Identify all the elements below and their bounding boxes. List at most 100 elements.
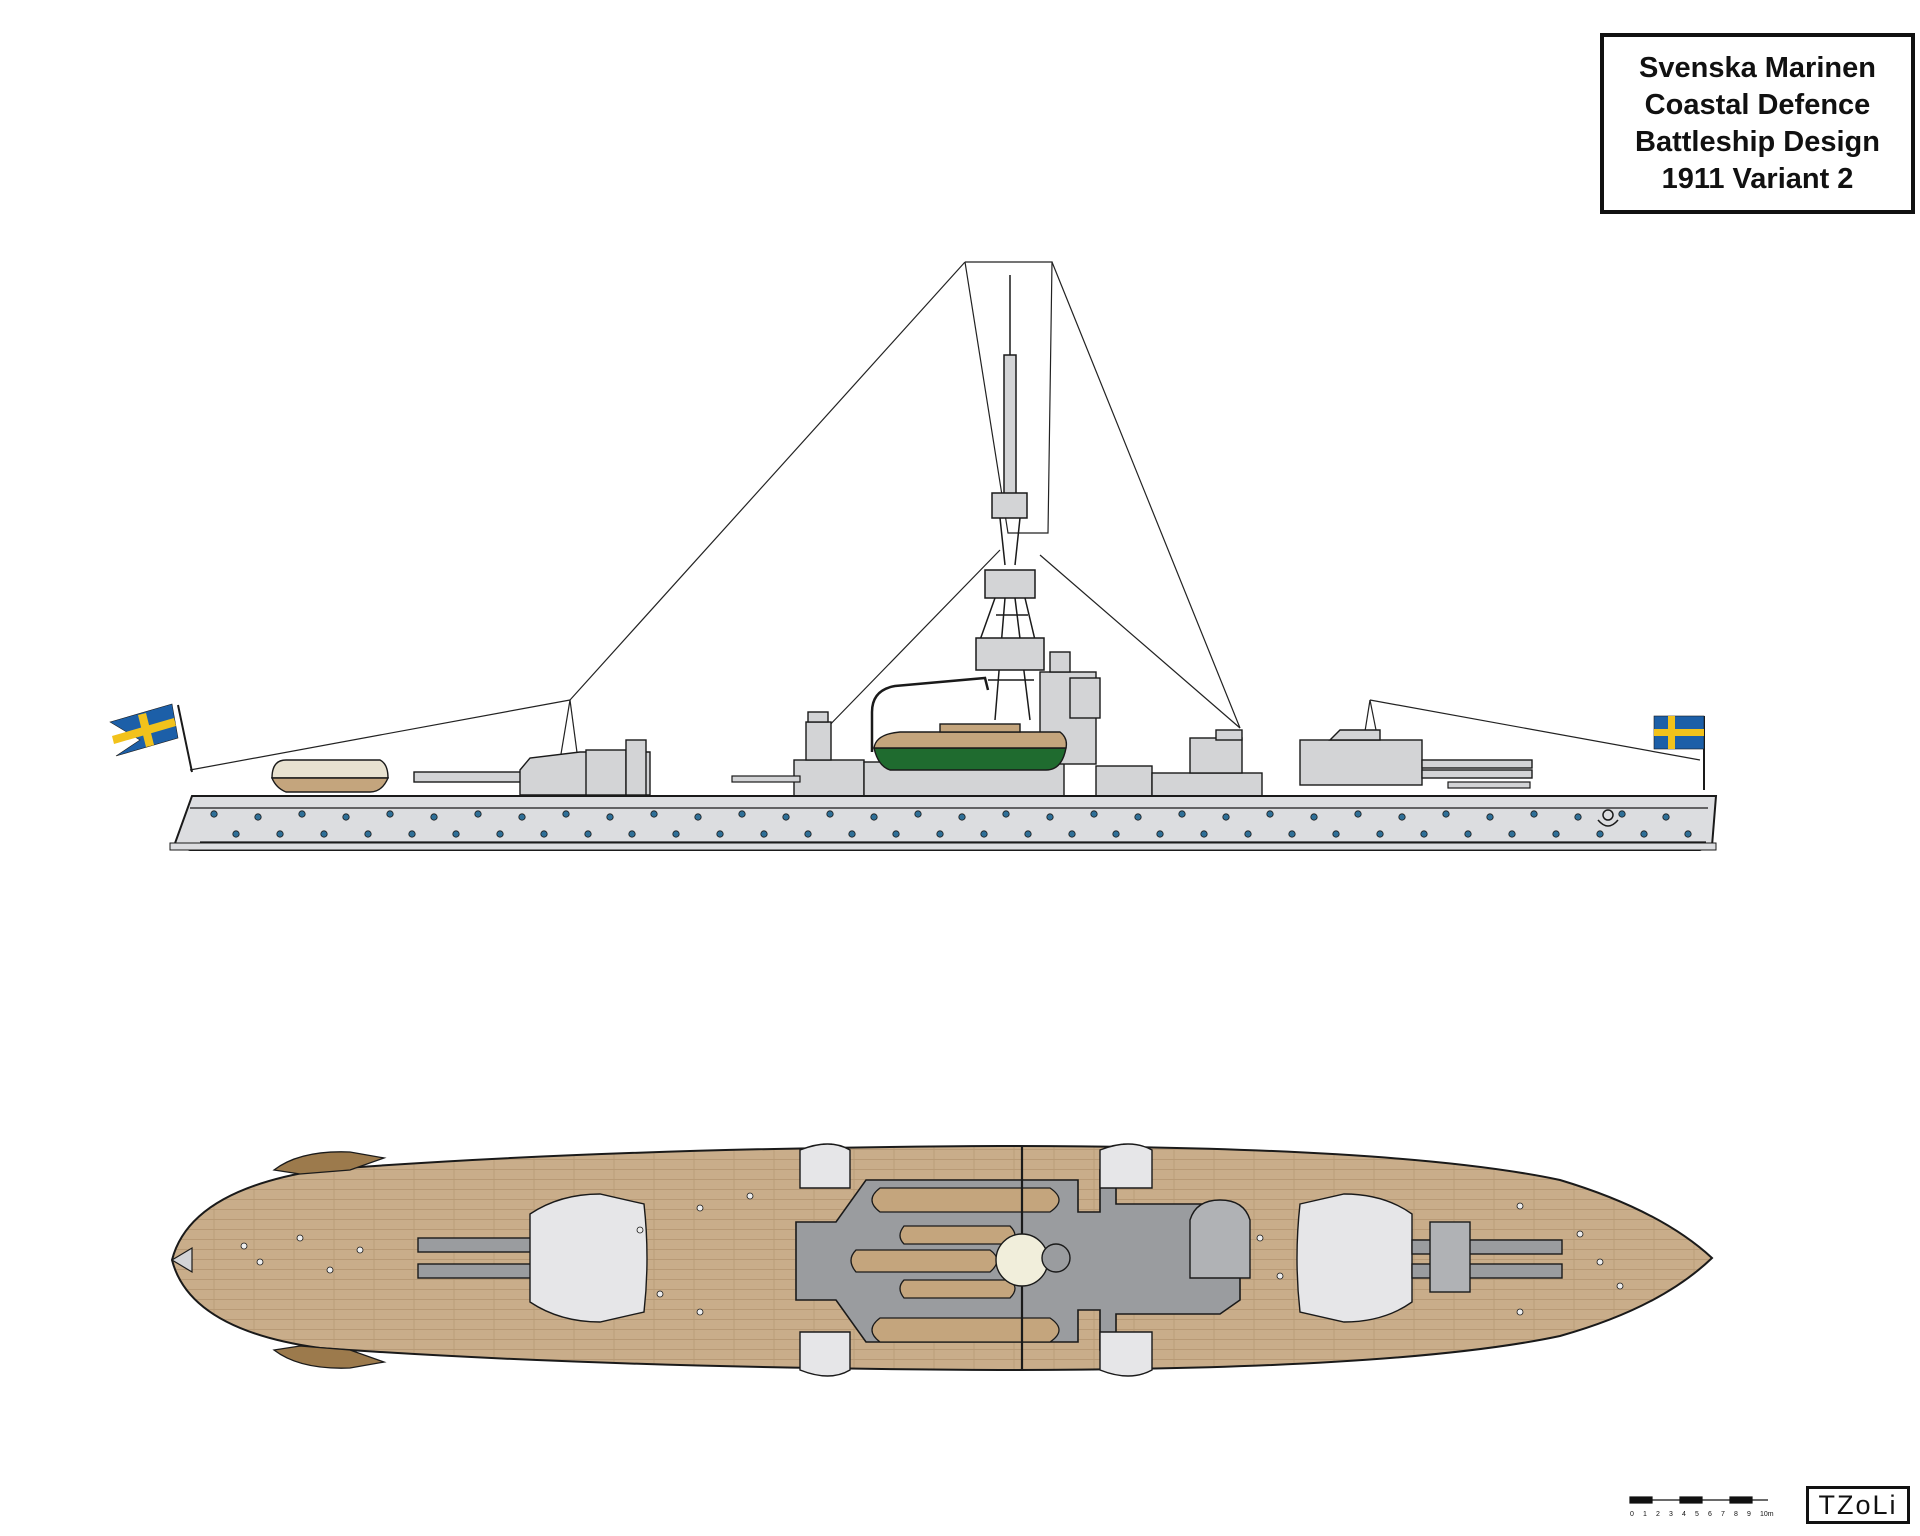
porthole	[1090, 810, 1098, 818]
porthole	[1112, 830, 1120, 838]
main-mast	[975, 275, 1045, 721]
porthole	[1222, 813, 1230, 821]
porthole	[672, 830, 680, 838]
porthole	[1156, 830, 1164, 838]
porthole	[716, 830, 724, 838]
porthole	[1420, 830, 1428, 838]
porthole	[254, 813, 262, 821]
deck-bollard	[1596, 1258, 1604, 1266]
porthole	[1574, 813, 1582, 821]
deck-bollard	[1516, 1202, 1524, 1210]
porthole	[1640, 830, 1648, 838]
deck-bollard	[696, 1308, 704, 1316]
deck-bollard	[696, 1204, 704, 1212]
porthole	[1178, 810, 1186, 818]
porthole	[452, 830, 460, 838]
deck-bollard	[296, 1234, 304, 1242]
mast-platform-plan	[995, 1146, 1071, 1370]
porthole	[1002, 810, 1010, 818]
porthole	[914, 810, 922, 818]
porthole	[1486, 813, 1494, 821]
scale-tick-label: 1	[1643, 1511, 1647, 1518]
porthole	[430, 813, 438, 821]
deck-bollard	[1616, 1282, 1624, 1290]
scale-tick-label: 3	[1669, 1511, 1673, 1518]
porthole	[804, 830, 812, 838]
title-line-3: Battleship Design	[1635, 125, 1880, 158]
scale-tick-label: 6	[1708, 1511, 1712, 1518]
deck-bollard	[240, 1242, 248, 1250]
secondary-guns	[731, 775, 1531, 789]
swedish-flag-stern-icon	[1653, 715, 1705, 790]
superstructure	[793, 651, 1263, 809]
aft-turret-plan	[1296, 1193, 1563, 1323]
aft-turret	[1299, 729, 1533, 786]
deck-bollard	[1276, 1272, 1284, 1280]
porthole	[1310, 813, 1318, 821]
deck-bollard	[1516, 1308, 1524, 1316]
porthole	[1288, 830, 1296, 838]
porthole	[892, 830, 900, 838]
deck-fittings	[240, 1192, 1624, 1316]
davit-boats-plan	[272, 1151, 387, 1369]
side-profile-view	[109, 261, 1718, 851]
porthole	[782, 813, 790, 821]
porthole	[1552, 830, 1560, 838]
porthole	[320, 830, 328, 838]
deck-bollard	[256, 1258, 264, 1266]
porthole	[606, 813, 614, 821]
scale-tick-label: 2	[1656, 1511, 1660, 1518]
porthole	[408, 830, 416, 838]
porthole	[1618, 810, 1626, 818]
side-cutter-boat	[270, 759, 390, 793]
porthole	[936, 830, 944, 838]
deck-bollard	[656, 1290, 664, 1298]
porthole	[298, 810, 306, 818]
porthole	[584, 830, 592, 838]
porthole	[562, 810, 570, 818]
porthole	[474, 810, 482, 818]
deck-bollard	[356, 1246, 364, 1254]
porthole	[1024, 830, 1032, 838]
side-launch-boat	[873, 723, 1068, 771]
porthole	[342, 813, 350, 821]
scale-tick-label: 5	[1695, 1511, 1699, 1518]
porthole	[826, 810, 834, 818]
title-block: Svenska Marinen Coastal Defence Battlesh…	[1600, 33, 1915, 214]
wing-guns-plan	[799, 1143, 1153, 1377]
porthole	[1046, 813, 1054, 821]
porthole	[1464, 830, 1472, 838]
porthole	[628, 830, 636, 838]
porthole	[386, 810, 394, 818]
midship-boats-plan	[850, 1187, 1060, 1343]
deck-bollard	[1256, 1234, 1264, 1242]
porthole	[210, 810, 218, 818]
porthole	[1134, 813, 1142, 821]
porthole	[496, 830, 504, 838]
porthole	[232, 830, 240, 838]
porthole	[958, 813, 966, 821]
scale-tick-label: 9	[1747, 1511, 1751, 1518]
porthole	[276, 830, 284, 838]
porthole	[848, 830, 856, 838]
porthole	[694, 813, 702, 821]
porthole	[1508, 830, 1516, 838]
porthole	[540, 830, 548, 838]
title-line-2: Coastal Defence	[1644, 88, 1871, 121]
scale-tick-label: 8	[1734, 1511, 1738, 1518]
forward-turret	[413, 739, 651, 796]
porthole	[518, 813, 526, 821]
deck-bollard	[1576, 1230, 1584, 1238]
top-plan-view	[170, 1143, 1714, 1377]
porthole	[1442, 810, 1450, 818]
forward-turret-plan	[417, 1193, 648, 1323]
porthole	[738, 810, 746, 818]
scale-tick-label: 7	[1721, 1511, 1725, 1518]
aft-hatch-plan	[1189, 1199, 1251, 1279]
porthole	[870, 813, 878, 821]
title-line-4: 1911 Variant 2	[1661, 162, 1854, 195]
rigging-lines	[189, 261, 1701, 771]
scale-tick-label: 0	[1630, 1511, 1634, 1518]
